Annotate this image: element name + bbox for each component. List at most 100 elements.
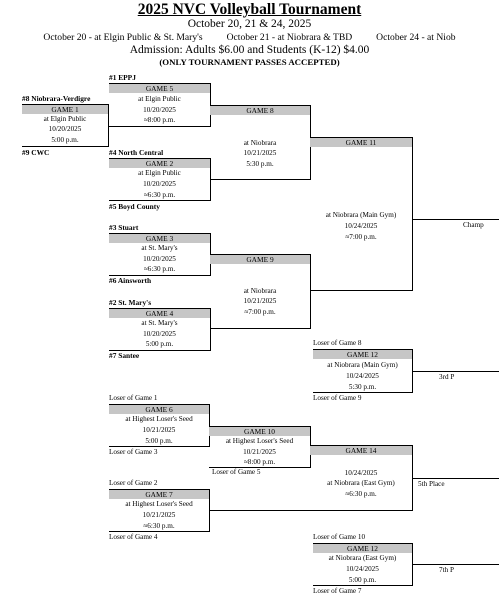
loser-of-game-9: Loser of Game 9 xyxy=(313,394,362,402)
team-seed-5: #5 Boyd County xyxy=(109,202,160,211)
team-seed-3: #3 Stuart xyxy=(109,223,139,232)
game-12-main-time: 5:30 p.m. xyxy=(348,383,377,391)
game-5-site: at Elgin Public xyxy=(138,95,181,103)
admission-prices: Admission: Adults $6.00 and Students (K-… xyxy=(129,44,370,56)
bracket-line xyxy=(313,585,412,586)
game-12-main-date: 10/24/2025 xyxy=(346,372,379,380)
bracket-line xyxy=(109,200,210,201)
game-3-site: at St. Mary's xyxy=(141,244,178,252)
game-8-header: GAME 8 xyxy=(210,106,310,115)
game-6-time: 5:00 p.m. xyxy=(145,437,173,445)
bracket-line xyxy=(412,564,499,565)
bracket-line xyxy=(22,104,108,105)
bracket-line xyxy=(22,146,108,147)
game-14-header: GAME 14 xyxy=(310,446,412,455)
game-10-time: ≈8:00 p.m. xyxy=(243,458,276,466)
game-9-date: 10/21/2025 xyxy=(243,297,277,305)
bracket-line xyxy=(313,349,412,350)
game-7-time: ≈6:30 p.m. xyxy=(143,522,175,530)
game-3-header: GAME 3 xyxy=(109,234,210,243)
game-1-date: 10/20/2025 xyxy=(48,125,82,133)
game-4-site: at St. Mary's xyxy=(141,319,178,327)
game-11-time: ≈7:00 p.m. xyxy=(345,233,377,241)
game-12-east-site: at Niobrara (East Gym) xyxy=(328,554,397,562)
bracket-line xyxy=(412,219,499,220)
tournament-dates: October 20, 21 & 24, 2025 xyxy=(187,18,312,30)
game-11-header: GAME 11 xyxy=(310,138,412,147)
bracket-line xyxy=(109,404,209,405)
team-seed-6: #6 Ainsworth xyxy=(109,276,152,285)
game-11-date: 10/24/2025 xyxy=(344,222,378,230)
game-5-date: 10/20/2025 xyxy=(143,106,176,114)
game-14-date: 10/24/2025 xyxy=(344,469,378,477)
bracket-line xyxy=(109,531,209,532)
bracket-line xyxy=(210,179,310,180)
game-12-east-header: GAME 12 xyxy=(313,544,412,553)
bracket-line xyxy=(209,426,310,427)
bracket-line xyxy=(412,371,499,372)
bracket-line xyxy=(313,392,412,393)
game-9-site: at Niobrara xyxy=(243,287,277,295)
bracket-line xyxy=(109,158,210,159)
game-1-header: GAME 1 xyxy=(22,105,108,114)
bracket-line xyxy=(109,446,209,447)
bracket-line xyxy=(412,478,499,479)
venue-schedule: October 20 - at Elgin Public & St. Mary'… xyxy=(43,32,456,43)
game-12-east-time: 5:00 p.m. xyxy=(348,576,377,584)
game-7-header: GAME 7 xyxy=(109,490,209,499)
team-seed-7: #7 Santee xyxy=(109,351,140,360)
bracket-line xyxy=(412,137,413,291)
game-3-date: 10/20/2025 xyxy=(143,255,176,263)
loser-of-game-2: Loser of Game 2 xyxy=(109,479,158,487)
game-9-time: ≈7:00 p.m. xyxy=(244,308,276,316)
game-10-site: at Highest Loser's Seed xyxy=(225,437,294,445)
game-8-site: at Niobrara xyxy=(243,139,277,147)
game-6-site: at Highest Loser's Seed xyxy=(125,415,193,423)
bracket-line xyxy=(310,290,412,291)
game-1-time: 5:00 p.m. xyxy=(51,136,79,144)
game-14-time: ≈6:30 p.m. xyxy=(345,490,377,498)
game-9-header: GAME 9 xyxy=(210,255,310,264)
bracket-line xyxy=(310,445,412,446)
loser-of-game-7: Loser of Game 7 xyxy=(313,587,362,595)
bracket-line xyxy=(109,489,209,490)
game-1-site: at Elgin Public xyxy=(43,115,87,123)
loser-of-game-3: Loser of Game 3 xyxy=(109,448,158,456)
game-4-time: 5:00 p.m. xyxy=(145,340,174,348)
team-seed-4: #4 North Central xyxy=(109,148,164,157)
bracket-line xyxy=(209,404,210,447)
game-5-time: ≈8:00 p.m. xyxy=(143,116,176,124)
bracket-line xyxy=(310,137,412,138)
game-2-site: at Elgin Public xyxy=(138,169,181,177)
third-place-label: 3rd P xyxy=(439,373,455,381)
team-seed-9: #9 CWC xyxy=(22,148,50,157)
bracket-line xyxy=(209,510,412,511)
bracket-line xyxy=(109,308,210,309)
bracket-line xyxy=(109,126,210,127)
loser-of-game-8: Loser of Game 8 xyxy=(313,339,362,347)
game-10-date: 10/21/2025 xyxy=(243,448,276,456)
game-11-site: at Niobrara (Main Gym) xyxy=(325,211,397,219)
game-12-main-site: at Niobrara (Main Gym) xyxy=(327,361,398,369)
game-6-date: 10/21/2025 xyxy=(142,426,176,434)
game-4-header: GAME 4 xyxy=(109,309,210,318)
game-6-header: GAME 6 xyxy=(109,405,209,414)
bracket-line xyxy=(109,83,210,84)
team-seed-8: #8 Niobrara-Verdigre xyxy=(22,94,91,103)
loser-of-game-10: Loser of Game 10 xyxy=(313,533,366,541)
game-4-date: 10/20/2025 xyxy=(143,330,176,338)
bracket-line xyxy=(209,467,310,468)
fifth-place-label: 5th Place xyxy=(418,480,445,488)
bracket-line xyxy=(313,543,412,544)
bracket-line xyxy=(310,254,311,329)
game-5-header: GAME 5 xyxy=(109,84,210,93)
game-7-date: 10/21/2025 xyxy=(142,511,176,519)
team-seed-1: #1 EPPJ xyxy=(109,73,136,82)
loser-of-game-1: Loser of Game 1 xyxy=(109,394,158,402)
champion-label: Champ xyxy=(463,221,484,229)
bracket-line xyxy=(109,233,210,234)
bracket-line xyxy=(210,328,310,329)
bracket-line xyxy=(210,254,310,255)
bracket-line xyxy=(109,350,210,351)
game-7-site: at Highest Loser's Seed xyxy=(125,500,193,508)
